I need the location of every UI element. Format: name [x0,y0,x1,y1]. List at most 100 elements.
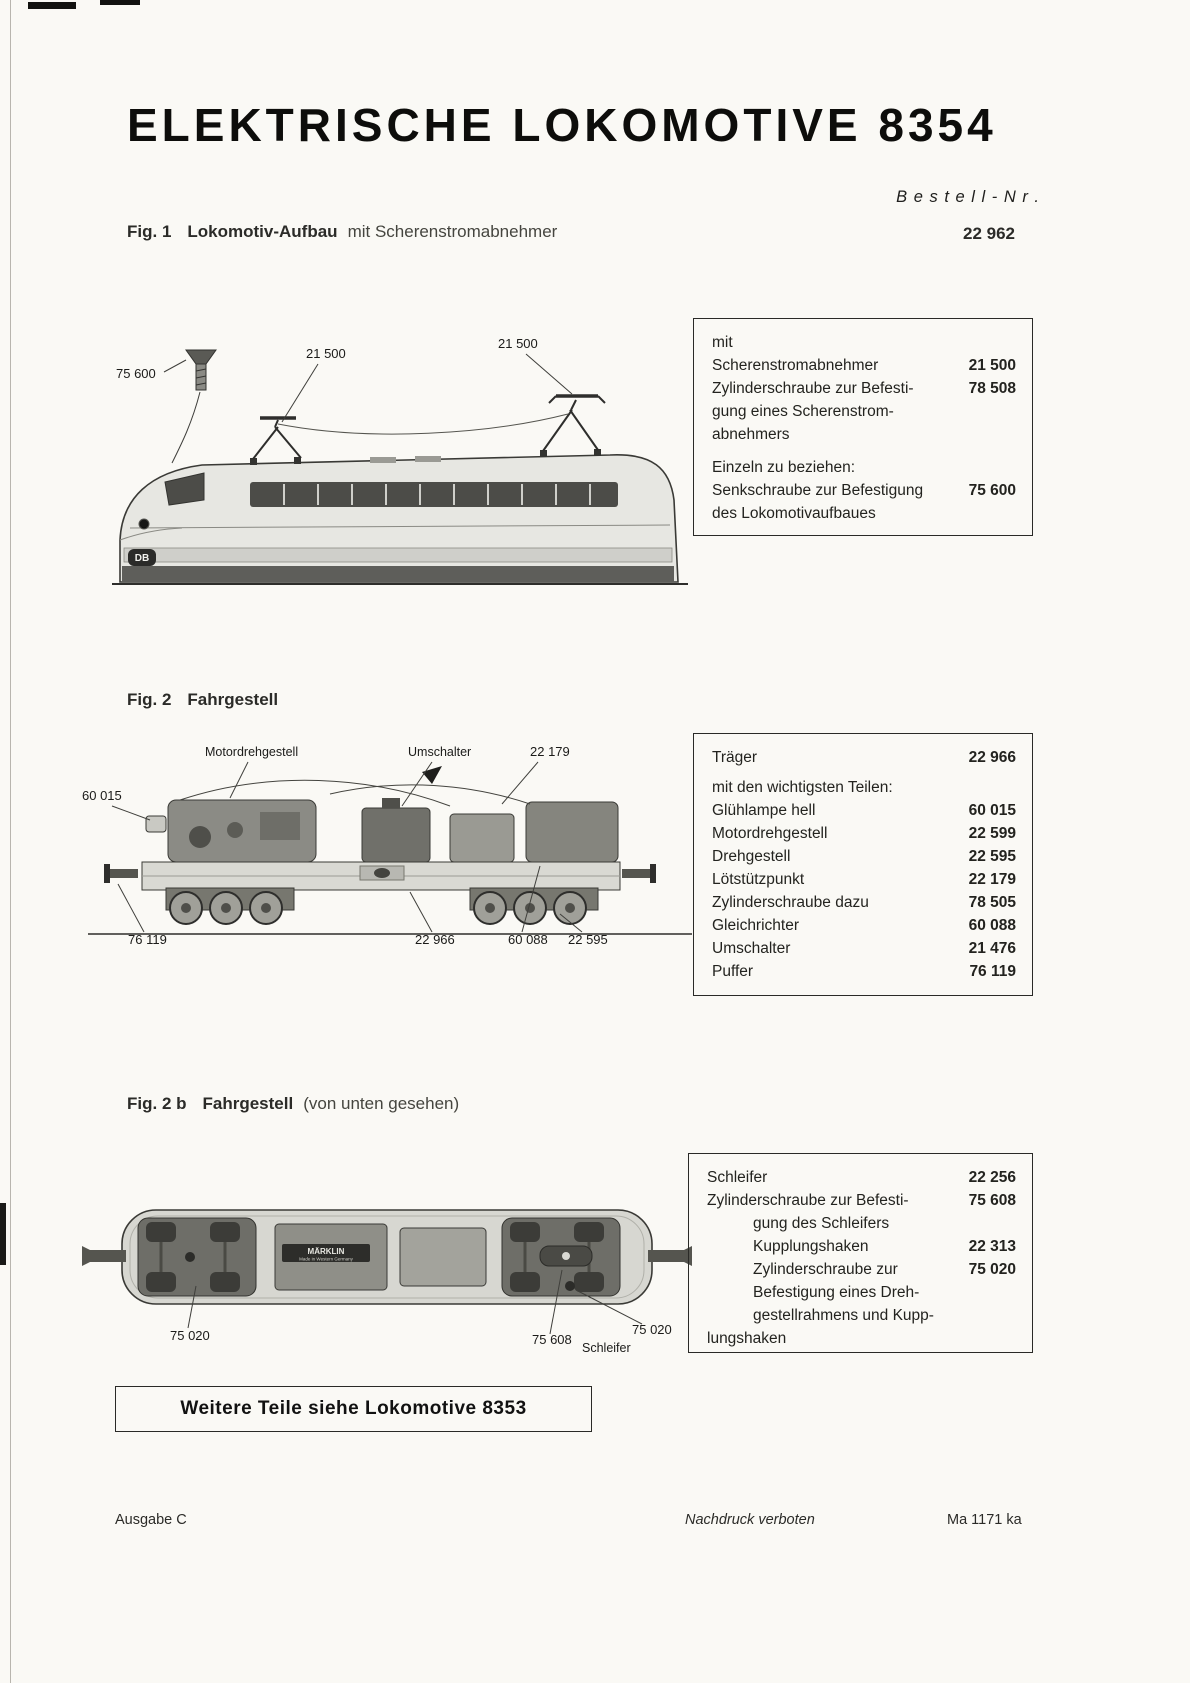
callout-75020-left: 75 020 [170,1328,210,1343]
part-number: 22 179 [968,871,1016,888]
part-number: 21 476 [968,940,1016,957]
fig1-label: Fig. 1 [127,222,172,241]
part-name: mit [712,334,733,351]
page-edge-line [10,0,11,1683]
callout-75600: 75 600 [116,366,156,381]
callout-75608: 75 608 [532,1332,572,1347]
page-title: ELEKTRISCHE LOKOMOTIVE 8354 [127,99,997,151]
part-name: Zylinderschraube zur [753,1261,898,1278]
fig1-parts-box: mit Scherenstromabnehmer 21 500 Zylinders… [693,318,1033,536]
part-name: mit den wichtigsten Teilen: [712,779,893,796]
part-number: 78 505 [968,894,1016,911]
bestell-nr-label: B e s t e l l - N r . [896,188,1040,206]
part-number: 22 595 [968,848,1016,865]
fig1-order-number: 22 962 [963,224,1015,243]
fig2b-subtitle: (von unten gesehen) [303,1094,460,1113]
callout-60015: 60 015 [82,788,122,803]
part-name: abnehmers [712,426,790,443]
part-name: lungshaken [707,1330,787,1347]
part-name: Umschalter [712,940,791,957]
part-row: gestellrahmens und Kupp- [707,1304,1016,1327]
fig2-heading: Fig. 2 Fahrgestell [127,690,288,710]
part-number: 75 608 [968,1192,1016,1209]
fig1-subtitle: mit Scherenstromabnehmer [347,222,558,241]
part-number: 22 599 [968,825,1016,842]
fig2-label: Fig. 2 [127,690,172,709]
fig2b-parts-box: Schleifer 22 256 Zylinderschraube zur Bef… [688,1153,1033,1353]
callout-60088: 60 088 [508,932,548,947]
part-row: abnehmers [712,423,1016,446]
fig2b-underside-drawing: MÄRKLIN Made in Western Germany 75 020 7… [82,1209,692,1355]
part-number: 60 015 [968,802,1016,819]
part-name: Puffer [712,963,754,980]
part-row: Lötstützpunkt 22 179 [712,868,1016,891]
part-name: Zylinderschraube zur Befesti- [712,380,914,397]
part-row: lungshaken [707,1327,1016,1350]
lever-arrow-icon [422,766,442,784]
part-number: 22 256 [968,1169,1016,1186]
footer-print-code: Ma 1171 ka [947,1512,1022,1528]
part-number: 21 500 [968,357,1016,374]
db-logo: DB [135,553,149,564]
screw-icon [185,349,217,391]
part-number: 22 966 [968,749,1016,766]
pantograph-rear [540,394,606,457]
callout-75020-right: 75 020 [632,1322,672,1337]
part-name: Senkschraube zur Befestigung [712,482,924,499]
registration-mark [28,2,76,9]
part-row: gung eines Scherenstrom- [712,400,1016,423]
part-name: Einzeln zu beziehen: [712,459,856,476]
part-name: Träger [712,749,758,766]
chassis-underside-view: MÄRKLIN Made in Western Germany [82,1209,692,1305]
part-name: gestellrahmens und Kupp- [753,1307,934,1324]
part-row: Gleichrichter 60 088 [712,914,1016,937]
footer-edition: Ausgabe C [115,1512,187,1528]
part-name: Kupplungshaken [753,1238,869,1255]
part-row: Scherenstromabnehmer 21 500 [712,354,1016,377]
fig1-callouts: 75 600 21 500 21 500 [116,336,573,464]
part-name: gung des Schleifers [753,1215,890,1232]
locomotive-side-view: DB [112,349,688,585]
cross-reference-note: Weitere Teile siehe Lokomotive 8353 [115,1386,592,1432]
fig2b-title: Fahrgestell [202,1094,294,1113]
part-number: 60 088 [968,917,1016,934]
edge-tick-mark [0,1203,6,1265]
fig1-title: Lokomotiv-Aufbau [187,222,338,241]
callout-22595: 22 595 [568,932,608,947]
part-number: 76 119 [969,963,1016,980]
fig1-locomotive-drawing: DB [112,336,688,585]
part-name: Gleichrichter [712,917,799,934]
registration-mark [100,0,140,5]
part-row: Schleifer 22 256 [707,1166,1016,1189]
callout-schleifer: Schleifer [582,1341,631,1355]
callout-22179: 22 179 [530,744,570,759]
part-row: gung des Schleifers [707,1212,1016,1235]
callout-21500-front: 21 500 [306,346,346,361]
fig2b-label: Fig. 2 b [127,1094,187,1113]
part-number: 75 020 [968,1261,1016,1278]
part-row: Befestigung eines Dreh- [707,1281,1016,1304]
part-row: Träger 22 966 [712,746,1016,769]
callout-motordrehgestell: Motordrehgestell [205,745,298,759]
part-name: Befestigung eines Dreh- [753,1284,920,1301]
fig2-title: Fahrgestell [187,690,279,709]
part-row: Einzeln zu beziehen: [712,456,1016,479]
part-row: Umschalter 21 476 [712,937,1016,960]
part-name: Zylinderschraube zur Befesti- [707,1192,909,1209]
part-row: mit [712,331,1016,354]
fig2b-callouts: 75 020 75 608 Schleifer 75 020 [170,1269,672,1355]
callout-21500-rear: 21 500 [498,336,538,351]
callout-22966: 22 966 [415,932,455,947]
fig2-callouts: Motordrehgestell Umschalter 22 179 60 01… [82,744,608,947]
part-name: Schleifer [707,1169,768,1186]
part-row: des Lokomotivaufbaues [712,502,1016,525]
marklin-plate-label: MÄRKLIN [308,1247,345,1256]
part-name: Lötstützpunkt [712,871,805,888]
part-name: Scherenstromabnehmer [712,357,879,374]
callout-76119: 76 119 [128,932,167,947]
